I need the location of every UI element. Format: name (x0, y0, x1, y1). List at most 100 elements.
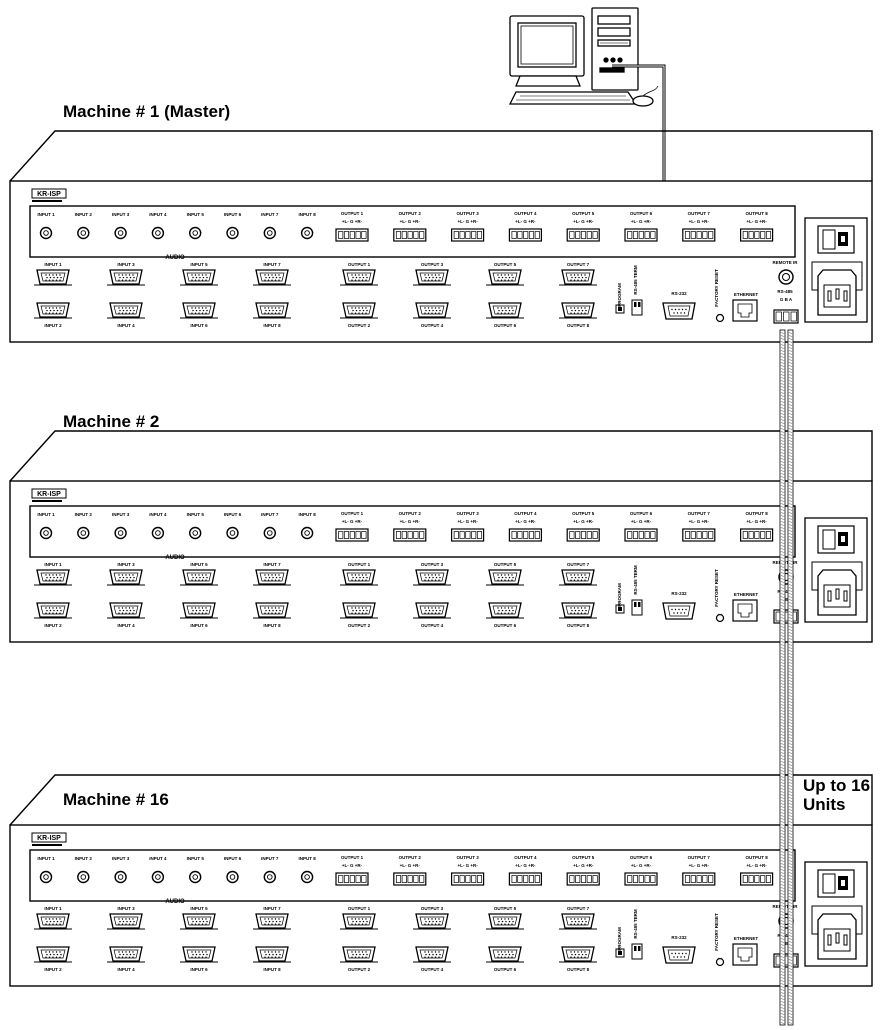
audio-output-terminal-7 (682, 872, 716, 886)
rs485-term-switch (631, 299, 643, 316)
vga-output-top-2 (413, 569, 451, 586)
power-module (804, 517, 868, 623)
factory-reset-label: FACTORY RESET (714, 569, 719, 607)
audio-output-label-3: OUTPUT 3 (456, 855, 479, 860)
terminal-marks-1: +L- G +R- (342, 519, 363, 524)
audio-output-label-2: OUTPUT 2 (399, 211, 422, 216)
audio-output-label-1: OUTPUT 1 (341, 511, 364, 516)
rs485-terminal (773, 309, 799, 324)
vga-input-bottom-label-2: INPUT 4 (117, 623, 135, 628)
audio-output-label-5: OUTPUT 5 (572, 211, 595, 216)
terminal-marks-4: +L- G +R- (515, 863, 536, 868)
terminal-marks-2: +L- G +R- (400, 863, 421, 868)
audio-label: AUDIO (165, 255, 185, 261)
audio-output-label-6: OUTPUT 6 (630, 511, 653, 516)
vga-input-top-4 (253, 913, 291, 930)
logo-box (31, 188, 67, 199)
audio-input-label-5: INPUT 5 (187, 512, 205, 517)
vga-output-top-label-4: OUTPUT 7 (567, 562, 590, 567)
audio-output-terminal-6 (624, 872, 658, 886)
rs485-term-label: RS-485 TERM (633, 265, 638, 295)
ethernet-label: ETHERNET (734, 292, 759, 297)
terminal-marks-2: +L- G +R- (400, 219, 421, 224)
vga-output-top-1 (340, 269, 378, 286)
rs232-port (662, 946, 696, 964)
audio-input-label-2: INPUT 2 (75, 212, 93, 217)
vga-input-bottom-label-2: INPUT 4 (117, 323, 135, 328)
audio-output-label-5: OUTPUT 5 (572, 855, 595, 860)
vga-input-bottom-label-2: INPUT 4 (117, 967, 135, 972)
computer-icon (508, 7, 659, 107)
machine-1-label: Machine # 1 (Master) (63, 102, 231, 121)
terminal-marks-5: +L- G +R- (573, 519, 594, 524)
vga-output-top-3 (486, 569, 524, 586)
audio-label: AUDIO (165, 555, 185, 561)
machine-16-label: Machine # 16 (63, 790, 169, 809)
logo-sub (32, 500, 62, 502)
terminal-marks-7: +L- G +R- (689, 519, 710, 524)
factory-reset-label: FACTORY RESET (714, 913, 719, 951)
terminal-marks-8: +L- G +R- (746, 863, 767, 868)
audio-output-label-6: OUTPUT 6 (630, 855, 653, 860)
vga-output-bottom-label-4: OUTPUT 8 (567, 967, 590, 972)
vga-input-top-3 (180, 269, 218, 286)
factory-reset-button (715, 613, 725, 623)
vga-input-bottom-3 (180, 302, 218, 319)
vga-input-bottom-label-3: INPUT 6 (190, 323, 208, 328)
vga-input-top-label-4: INPUT 7 (263, 262, 281, 267)
vga-input-top-label-2: INPUT 3 (117, 562, 135, 567)
terminal-marks-6: +L- G +R- (631, 219, 652, 224)
audio-input-label-6: INPUT 6 (224, 856, 242, 861)
program-label: PROGRAM (617, 583, 622, 607)
vga-output-top-1 (340, 913, 378, 930)
vga-input-bottom-2 (107, 302, 145, 319)
chassis-top (9, 430, 873, 482)
audio-output-label-4: OUTPUT 4 (514, 511, 537, 516)
rs485-term-label: RS-485 TERM (633, 565, 638, 595)
audio-output-label-5: OUTPUT 5 (572, 511, 595, 516)
logo-text: KR-ISP (37, 191, 61, 198)
vga-output-bottom-1 (340, 302, 378, 319)
vga-output-top-label-1: OUTPUT 1 (348, 262, 371, 267)
vga-input-top-4 (253, 269, 291, 286)
audio-output-terminal-7 (682, 528, 716, 542)
audio-input-label-2: INPUT 2 (75, 512, 93, 517)
audio-input-label-1: INPUT 1 (37, 212, 55, 217)
rs485-pins-label: G B A (780, 941, 793, 946)
vga-output-top-label-2: OUTPUT 3 (421, 562, 444, 567)
audio-output-terminal-6 (624, 228, 658, 242)
vga-input-top-1 (34, 913, 72, 930)
chassis-top (9, 774, 873, 826)
audio-input-label-7: INPUT 7 (261, 856, 279, 861)
audio-output-terminal-2 (393, 528, 427, 542)
audio-output-terminal-6 (624, 528, 658, 542)
vga-input-top-3 (180, 913, 218, 930)
logo-sub (32, 844, 62, 846)
vga-output-bottom-label-3: OUTPUT 6 (494, 967, 517, 972)
terminal-marks-8: +L- G +R- (746, 219, 767, 224)
vga-output-bottom-1 (340, 602, 378, 619)
program-button (615, 948, 625, 958)
vga-output-top-label-2: OUTPUT 3 (421, 262, 444, 267)
program-label: PROGRAM (617, 927, 622, 951)
vga-input-bottom-4 (253, 946, 291, 963)
terminal-marks-5: +L- G +R- (573, 863, 594, 868)
audio-output-terminal-4 (508, 872, 542, 886)
vga-input-bottom-label-3: INPUT 6 (190, 623, 208, 628)
vga-input-top-1 (34, 269, 72, 286)
ethernet-port (732, 299, 758, 322)
terminal-marks-5: +L- G +R- (573, 219, 594, 224)
audio-input-label-3: INPUT 3 (112, 856, 130, 861)
audio-input-label-7: INPUT 7 (261, 512, 279, 517)
vga-input-bottom-label-1: INPUT 2 (44, 623, 62, 628)
vga-input-bottom-4 (253, 602, 291, 619)
vga-output-top-3 (486, 269, 524, 286)
vga-input-bottom-label-3: INPUT 6 (190, 967, 208, 972)
vga-input-bottom-3 (180, 946, 218, 963)
vga-input-top-label-3: INPUT 5 (190, 562, 208, 567)
vga-output-bottom-label-1: OUTPUT 2 (348, 967, 371, 972)
vga-input-bottom-3 (180, 602, 218, 619)
terminal-marks-7: +L- G +R- (689, 219, 710, 224)
terminal-marks-7: +L- G +R- (689, 863, 710, 868)
audio-output-label-7: OUTPUT 7 (688, 511, 711, 516)
